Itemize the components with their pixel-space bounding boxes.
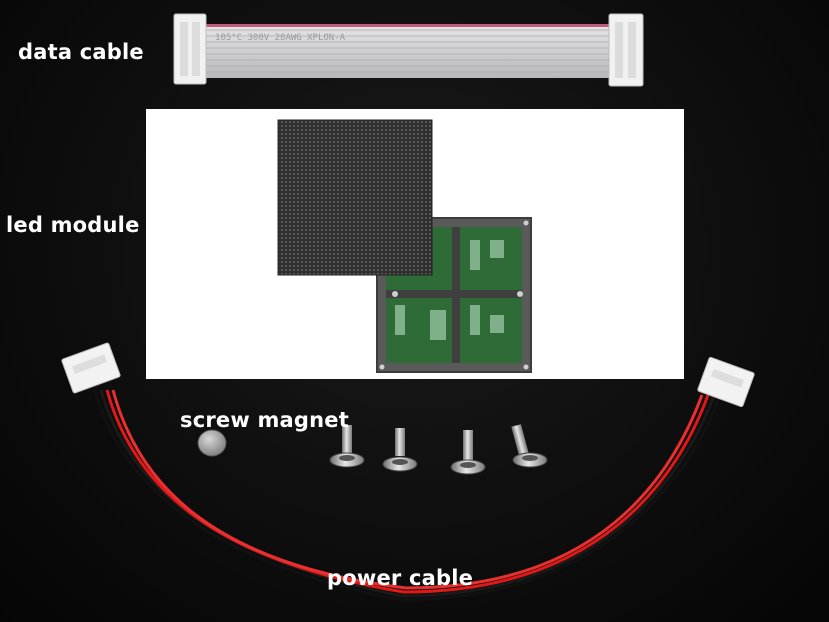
- power-connector-right: [697, 356, 755, 408]
- led-module-front-face: [277, 119, 433, 276]
- mounting-screw: [329, 425, 365, 468]
- power-wire-black: [93, 389, 722, 602]
- ribbon-red-stripe: [203, 24, 613, 27]
- screw-magnet: [197, 429, 227, 457]
- power-wire-red: [105, 389, 710, 594]
- ribbon-body: [203, 24, 613, 78]
- data-cable-label: data cable: [18, 40, 144, 64]
- led-module: [277, 119, 532, 373]
- power-wire-black: [99, 389, 716, 598]
- led-module-back-pcb: [376, 217, 532, 373]
- mounting-screw: [382, 428, 418, 472]
- mounting-screws: [329, 424, 548, 475]
- power-connector-left: [61, 342, 121, 394]
- data-cable: 105°C 300V 28AWG XPLON-A: [173, 13, 644, 87]
- power-cable-label: power cable: [327, 566, 474, 590]
- mounting-screw: [450, 430, 486, 475]
- power-wire-red: [111, 389, 704, 590]
- ribbon-connector-right: [608, 13, 644, 87]
- power-cable: [61, 342, 755, 602]
- ribbon-print: 105°C 300V 28AWG XPLON-A: [215, 33, 346, 43]
- led-module-label: led module: [6, 213, 140, 237]
- mounting-screw: [511, 424, 548, 468]
- ribbon-connector-left: [173, 13, 207, 85]
- screw-magnet-label: screw magnet: [180, 408, 349, 432]
